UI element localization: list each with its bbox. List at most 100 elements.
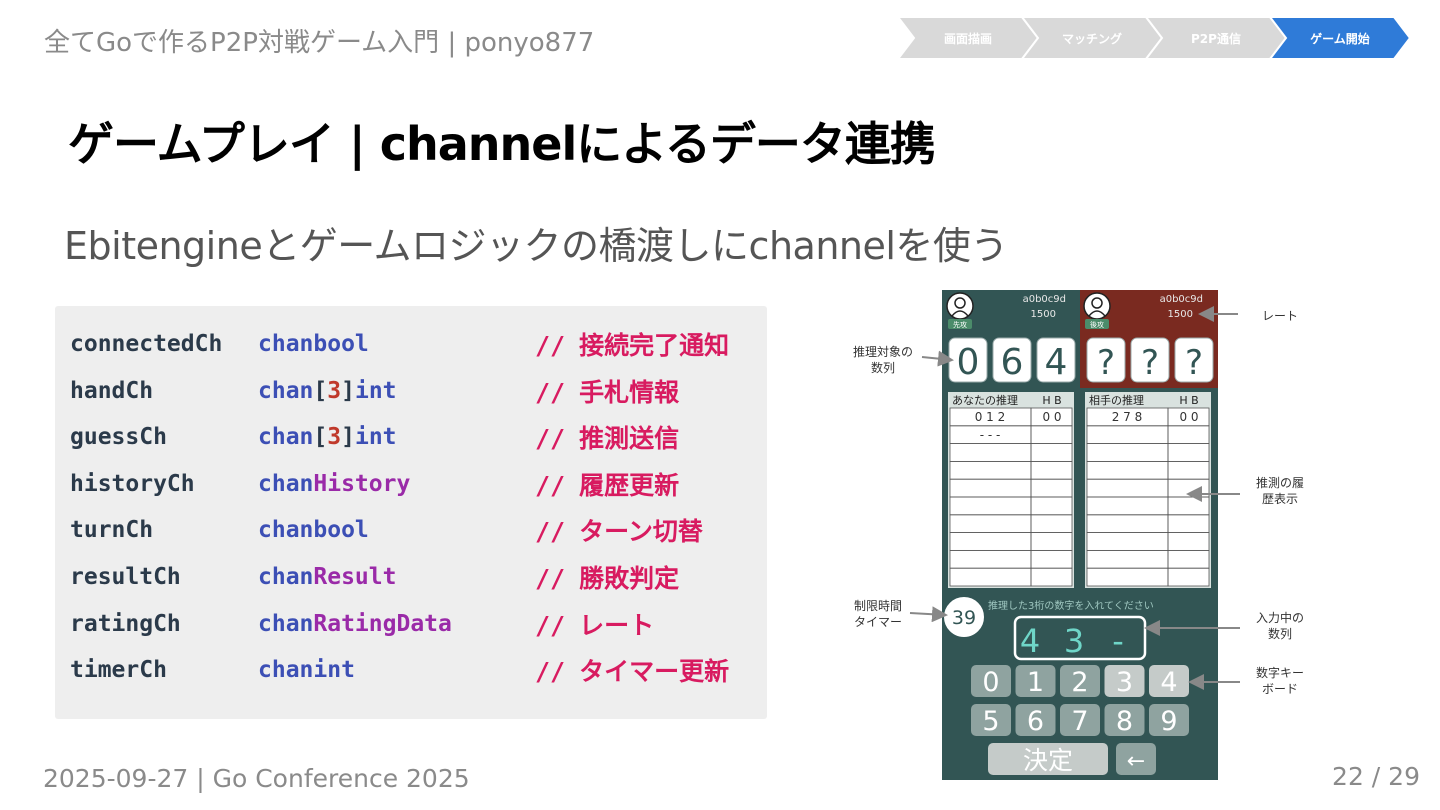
keypad-key[interactable] bbox=[1149, 665, 1189, 697]
step-label: マッチング bbox=[1062, 31, 1122, 46]
code-type: int bbox=[354, 377, 397, 404]
code-comment-text: ターン切替 bbox=[579, 517, 703, 547]
code-bracket-close: ] bbox=[341, 424, 355, 451]
annotation-target: 推理対象の 数列 bbox=[846, 344, 920, 376]
code-field-name: turnCh bbox=[70, 517, 154, 544]
step-3 bbox=[1144, 17, 1288, 59]
annotation-history-line1: 推測の履 bbox=[1255, 476, 1304, 490]
history-guess: 2 7 8 bbox=[1112, 410, 1143, 424]
turn-badge: 後攻 bbox=[1090, 320, 1104, 329]
history-hb-header: H B bbox=[1179, 394, 1198, 407]
code-comment: // 手札情報 bbox=[535, 373, 679, 409]
history-title: あなたの推理 bbox=[952, 393, 1018, 407]
keypad-key[interactable] bbox=[1104, 665, 1145, 697]
code-type: History bbox=[313, 470, 411, 497]
annotation-arrow bbox=[909, 606, 948, 623]
history-hb: 0 0 bbox=[1179, 410, 1198, 424]
keypad-key-label: 6 bbox=[1027, 706, 1044, 737]
annotation-input: 入力中の 数列 bbox=[1248, 610, 1312, 642]
keypad-key-label: 7 bbox=[1071, 706, 1088, 737]
code-type: int bbox=[313, 657, 355, 684]
keypad-key-label: 2 bbox=[1071, 667, 1088, 698]
keypad-key[interactable] bbox=[1015, 704, 1056, 736]
keypad-key-label: 8 bbox=[1116, 706, 1133, 737]
slide-subtitle: Ebitengineとゲームロジックの橋渡しにchannelを使う bbox=[64, 224, 1008, 268]
code-comment-text: 履歴更新 bbox=[579, 470, 680, 500]
keypad-key[interactable] bbox=[971, 665, 1011, 697]
code-comment: // 履歴更新 bbox=[535, 466, 679, 502]
slide-title: ゲームプレイ | channelによるデータ連携 bbox=[68, 117, 936, 171]
code-comment-text: 推測送信 bbox=[579, 424, 680, 454]
code-array-size: 3 bbox=[327, 377, 342, 404]
turn-badge: 先攻 bbox=[953, 320, 967, 329]
annotation-input-line2: 数列 bbox=[1267, 627, 1292, 641]
annotation-keypad-line2: ボード bbox=[1261, 682, 1298, 696]
annotation-timer-line1: 制限時間 bbox=[853, 599, 902, 613]
code-field-name: connectedCh bbox=[70, 331, 223, 357]
code-type: int bbox=[354, 424, 397, 451]
player-id: a0b0c9d bbox=[1023, 294, 1066, 305]
code-comment: // 推測送信 bbox=[535, 419, 679, 455]
annotation-arrow bbox=[921, 350, 954, 367]
code-comment-marker: // bbox=[535, 564, 566, 593]
opponent-digit-card: ? bbox=[1097, 343, 1115, 383]
code-comment-marker: // bbox=[535, 377, 566, 407]
history-hb-header: H B bbox=[1042, 394, 1061, 407]
back-button[interactable] bbox=[1116, 743, 1156, 775]
code-comment-text: 勝敗判定 bbox=[579, 564, 680, 593]
code-field-name: timerCh bbox=[70, 657, 167, 684]
code-comment-text: 接続完了通知 bbox=[579, 331, 730, 360]
back-button-label: ← bbox=[1127, 749, 1145, 774]
code-type: Result bbox=[313, 564, 397, 590]
keypad-key[interactable] bbox=[1149, 704, 1189, 736]
code-comment-text: 手札情報 bbox=[579, 377, 680, 407]
annotation-keypad: 数字キー ボード bbox=[1246, 665, 1314, 697]
code-comment-marker: // bbox=[535, 424, 566, 454]
keypad-key[interactable] bbox=[1060, 704, 1100, 736]
keypad-key[interactable] bbox=[1104, 704, 1145, 736]
keypad-key[interactable] bbox=[971, 704, 1011, 736]
keypad-key-label: 5 bbox=[982, 706, 999, 737]
header-title: 全てGoで作るP2P対戦ゲーム入門 | ponyo877 bbox=[44, 28, 595, 58]
code-comment-text: タイマー更新 bbox=[579, 657, 730, 687]
timer-value: 39 bbox=[952, 607, 976, 629]
step-label: P2P通信 bbox=[1191, 31, 1241, 46]
annotation-history: 推測の履 歴表示 bbox=[1248, 475, 1312, 507]
annotation-target-line2: 数列 bbox=[870, 361, 895, 375]
annotation-input-line1: 入力中の bbox=[1255, 611, 1304, 625]
code-comment-marker: // bbox=[535, 331, 566, 360]
code-comment-marker: // bbox=[535, 470, 566, 500]
keypad-key-label: 0 bbox=[982, 667, 999, 698]
keypad-key[interactable] bbox=[1015, 665, 1056, 697]
keypad-key[interactable] bbox=[1060, 665, 1100, 697]
code-bracket-close: ] bbox=[341, 377, 355, 404]
opponent-digit-card: ? bbox=[1141, 343, 1159, 383]
input-digit: 3 bbox=[1064, 622, 1084, 660]
step-label: 画面描画 bbox=[944, 31, 992, 46]
code-keyword: chan bbox=[258, 377, 314, 404]
input-digit: 4 bbox=[1020, 622, 1040, 660]
keypad-key-label: 1 bbox=[1027, 667, 1044, 698]
annotation-timer-line2: タイマー bbox=[853, 615, 902, 629]
code-type: bool bbox=[313, 331, 369, 357]
code-comment: // 接続完了通知 bbox=[535, 326, 729, 362]
code-field-name: guessCh bbox=[70, 424, 167, 451]
player-rating: 1500 bbox=[1031, 309, 1056, 320]
code-comment-marker: // bbox=[535, 517, 566, 547]
code-comment: // ターン切替 bbox=[535, 512, 703, 548]
step-2 bbox=[1020, 17, 1164, 59]
code-comment-marker: // bbox=[535, 610, 566, 640]
decide-button[interactable] bbox=[988, 743, 1108, 775]
step-4 bbox=[1268, 17, 1412, 59]
annotation-history-line2: 歴表示 bbox=[1261, 492, 1298, 506]
code-comment-text: レート bbox=[579, 610, 655, 640]
history-guess: 0 1 2 bbox=[975, 410, 1006, 424]
history-hb: 0 0 bbox=[1042, 410, 1061, 424]
input-digit: - bbox=[1112, 622, 1124, 660]
